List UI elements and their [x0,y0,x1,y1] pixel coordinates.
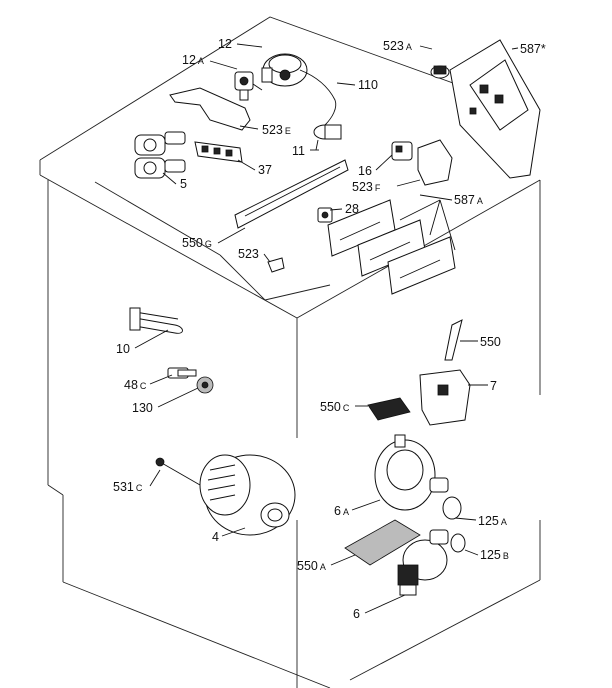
callout-587-star: 587* [520,42,546,56]
callout-37: 37 [258,163,272,177]
nut-part [196,376,214,394]
door-lock-part [419,319,471,426]
small-pressure-switch-part [234,71,263,101]
callout-523: 523 [238,247,259,261]
callout-11: 11 [292,144,305,158]
callout-28: 28 [345,202,359,216]
small-clip-part [267,257,285,273]
callout-10: 10 [116,342,130,356]
callout-12: 12 [218,37,232,51]
motor-part [199,454,296,536]
callout-7: 7 [490,379,497,393]
callout-16: 16 [358,164,372,178]
callout-550: 550 [480,335,501,349]
connector-block-part [194,141,243,163]
callout-6: 6 [353,607,360,621]
cover-part [367,397,411,421]
bolt-part [155,457,201,486]
callout-110: 110 [358,78,378,92]
clip-part [317,207,333,223]
inlet-valve-part [134,131,186,179]
control-module-part [449,39,541,179]
drain-pump-part [397,529,449,596]
drain-pump-housing-part [374,434,449,511]
pcb-boards-part [327,199,456,295]
junction-box-part [417,139,453,186]
callout-5: 5 [180,177,187,191]
cap-part [430,65,450,79]
thermostat-part [167,367,197,379]
leader-lines [134,43,519,614]
seal-rings-part [442,496,466,553]
heater-element-part [129,307,183,334]
suppressor-part [313,124,342,151]
mounting-rail-part [234,159,349,229]
cabinet-outline [39,16,541,688]
relay-part [391,141,413,161]
bracket-plate-part [169,87,251,131]
callout-130: 130 [132,401,153,415]
pressure-switch-part [261,53,337,126]
callout-4: 4 [212,530,219,544]
shield-plate-part [344,519,421,566]
